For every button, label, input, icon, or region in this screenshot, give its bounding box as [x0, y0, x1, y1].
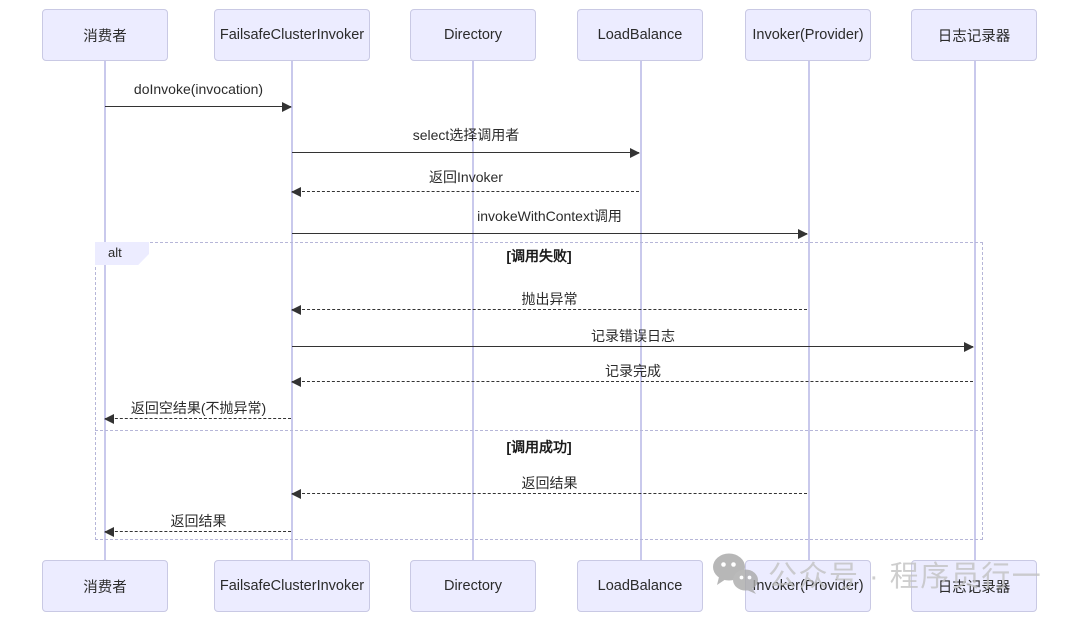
actor-top-failsafe: FailsafeClusterInvoker	[214, 9, 370, 61]
actor-bottom-invoker-provider: Invoker(Provider)	[745, 560, 871, 612]
lifeline-logger	[974, 61, 976, 561]
message-label: 返回Invoker	[429, 169, 503, 185]
message-label: 记录完成	[605, 363, 661, 379]
lifeline-invoker-provider	[808, 61, 810, 561]
actor-top-directory: Directory	[410, 9, 536, 61]
condition-call-failed: [调用失败]	[506, 248, 572, 264]
alt-divider	[95, 430, 983, 431]
actor-top-invoker-provider: Invoker(Provider)	[745, 9, 871, 61]
message-label: 记录错误日志	[591, 328, 675, 344]
message-arrow	[291, 377, 973, 387]
actor-top-loadbalance: LoadBalance	[577, 9, 703, 61]
message-label: invokeWithContext调用	[477, 208, 622, 224]
actor-bottom-logger: 日志记录器	[911, 560, 1037, 612]
lifeline-directory	[472, 61, 474, 561]
condition-call-success: [调用成功]	[506, 439, 572, 455]
actor-bottom-directory: Directory	[410, 560, 536, 612]
watermark: 公众号 · 程序员行一	[712, 552, 1042, 595]
actor-top-logger: 日志记录器	[911, 9, 1037, 61]
alt-label: alt	[95, 242, 149, 265]
message-label: 返回空结果(不抛异常)	[130, 400, 267, 416]
message-arrow	[104, 527, 291, 537]
message-arrow	[104, 414, 291, 424]
actor-bottom-failsafe: FailsafeClusterInvoker	[214, 560, 370, 612]
message-arrow	[292, 342, 974, 352]
message-label: 返回结果	[170, 513, 227, 529]
lifeline-consumer	[104, 61, 106, 561]
actor-bottom-consumer: 消费者	[42, 560, 168, 612]
message-label: 返回结果	[521, 475, 578, 491]
actor-top-consumer: 消费者	[42, 9, 168, 61]
message-label: doInvoke(invocation)	[133, 81, 264, 97]
message-arrow	[292, 229, 808, 239]
message-label: 抛出异常	[521, 291, 578, 307]
message-label: select选择调用者	[412, 127, 520, 143]
message-arrow	[291, 489, 807, 499]
message-arrow	[105, 102, 292, 112]
message-arrow	[291, 305, 807, 315]
alt-frame	[95, 242, 983, 540]
wechat-icon	[712, 552, 759, 595]
message-arrow	[292, 148, 640, 158]
watermark-text: 公众号 · 程序员行一	[768, 560, 1043, 593]
actor-bottom-loadbalance: LoadBalance	[577, 560, 703, 612]
lifeline-loadbalance	[640, 61, 642, 561]
message-arrow	[291, 187, 639, 197]
